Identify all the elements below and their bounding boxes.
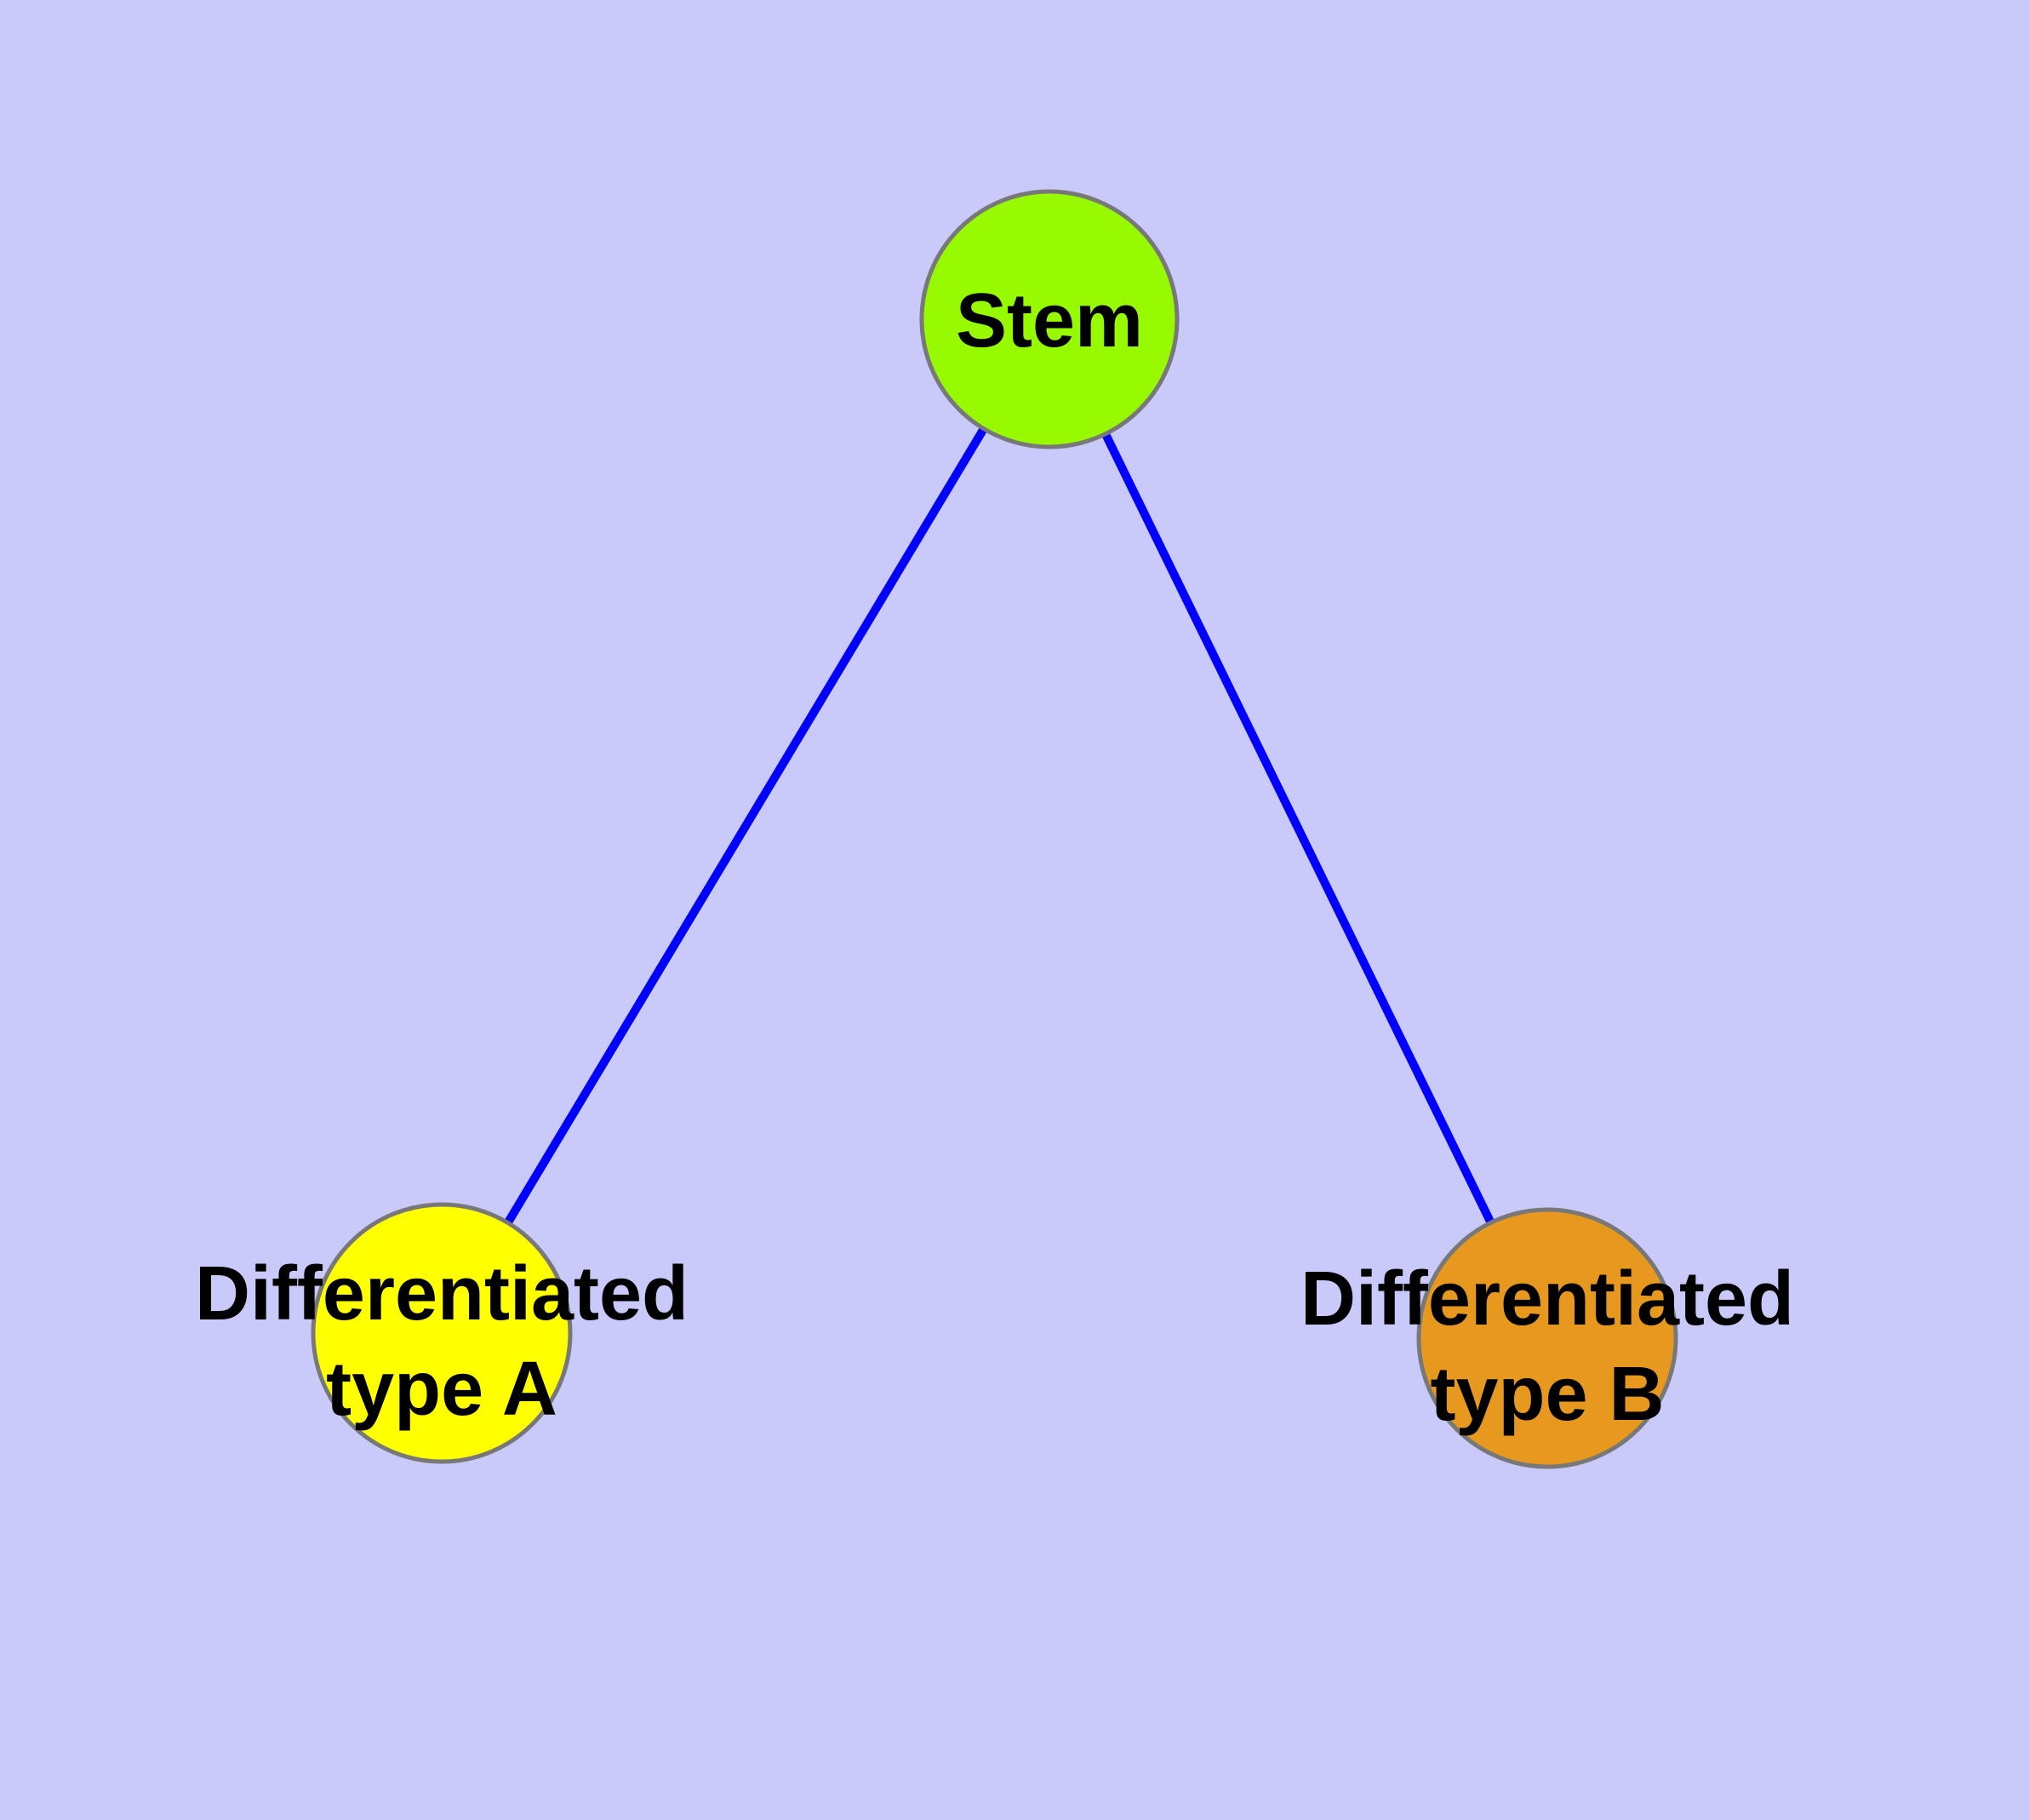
node-type-a-circle xyxy=(311,1202,573,1464)
node-type-b-label-line2: type B xyxy=(1430,1352,1664,1437)
node-type-a-label-line1: Differentiated xyxy=(195,1251,689,1336)
edge-stem-to-type-a xyxy=(437,317,1054,1336)
node-type-a-label-line2: type A xyxy=(326,1347,557,1432)
node-stem-circle xyxy=(919,189,1180,449)
node-type-b-circle xyxy=(1416,1207,1678,1469)
node-type-b-label-line1: Differentiated xyxy=(1300,1256,1794,1342)
edge-stem-to-type-b xyxy=(1045,317,1552,1341)
node-stem-label: Stem xyxy=(956,278,1143,363)
